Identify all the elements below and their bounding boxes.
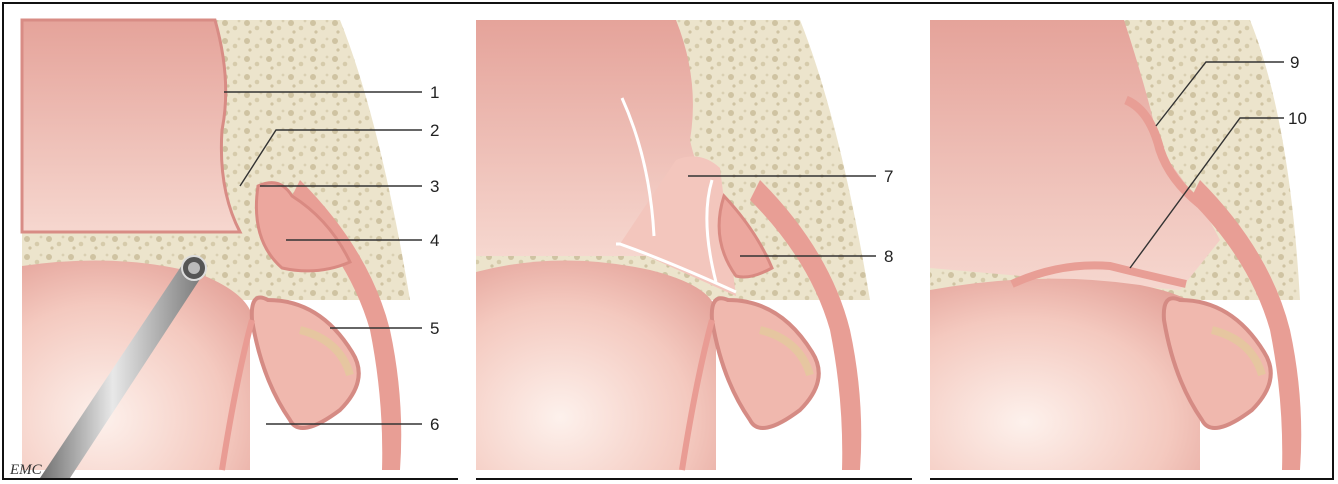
- label-7: 7: [884, 167, 893, 186]
- panel-2: 7 8: [476, 20, 893, 470]
- panel-gap: [912, 4, 930, 480]
- label-10: 10: [1288, 109, 1307, 128]
- nasal-cavity: [930, 279, 1200, 470]
- label-3: 3: [430, 177, 439, 196]
- publisher-logo: EMC: [9, 462, 43, 478]
- label-1: 1: [430, 83, 439, 102]
- label-9: 9: [1290, 53, 1299, 72]
- label-6: 6: [430, 415, 439, 434]
- panel-3: 9 10: [930, 20, 1307, 470]
- label-8: 8: [884, 247, 893, 266]
- panel-gap: [458, 4, 476, 480]
- label-2: 2: [430, 121, 439, 140]
- nasal-cavity: [476, 260, 716, 470]
- panel-1: 1 2 3 4 5 6: [22, 20, 439, 478]
- label-5: 5: [430, 319, 439, 338]
- label-4: 4: [430, 231, 439, 250]
- sinus-cavity: [22, 20, 240, 232]
